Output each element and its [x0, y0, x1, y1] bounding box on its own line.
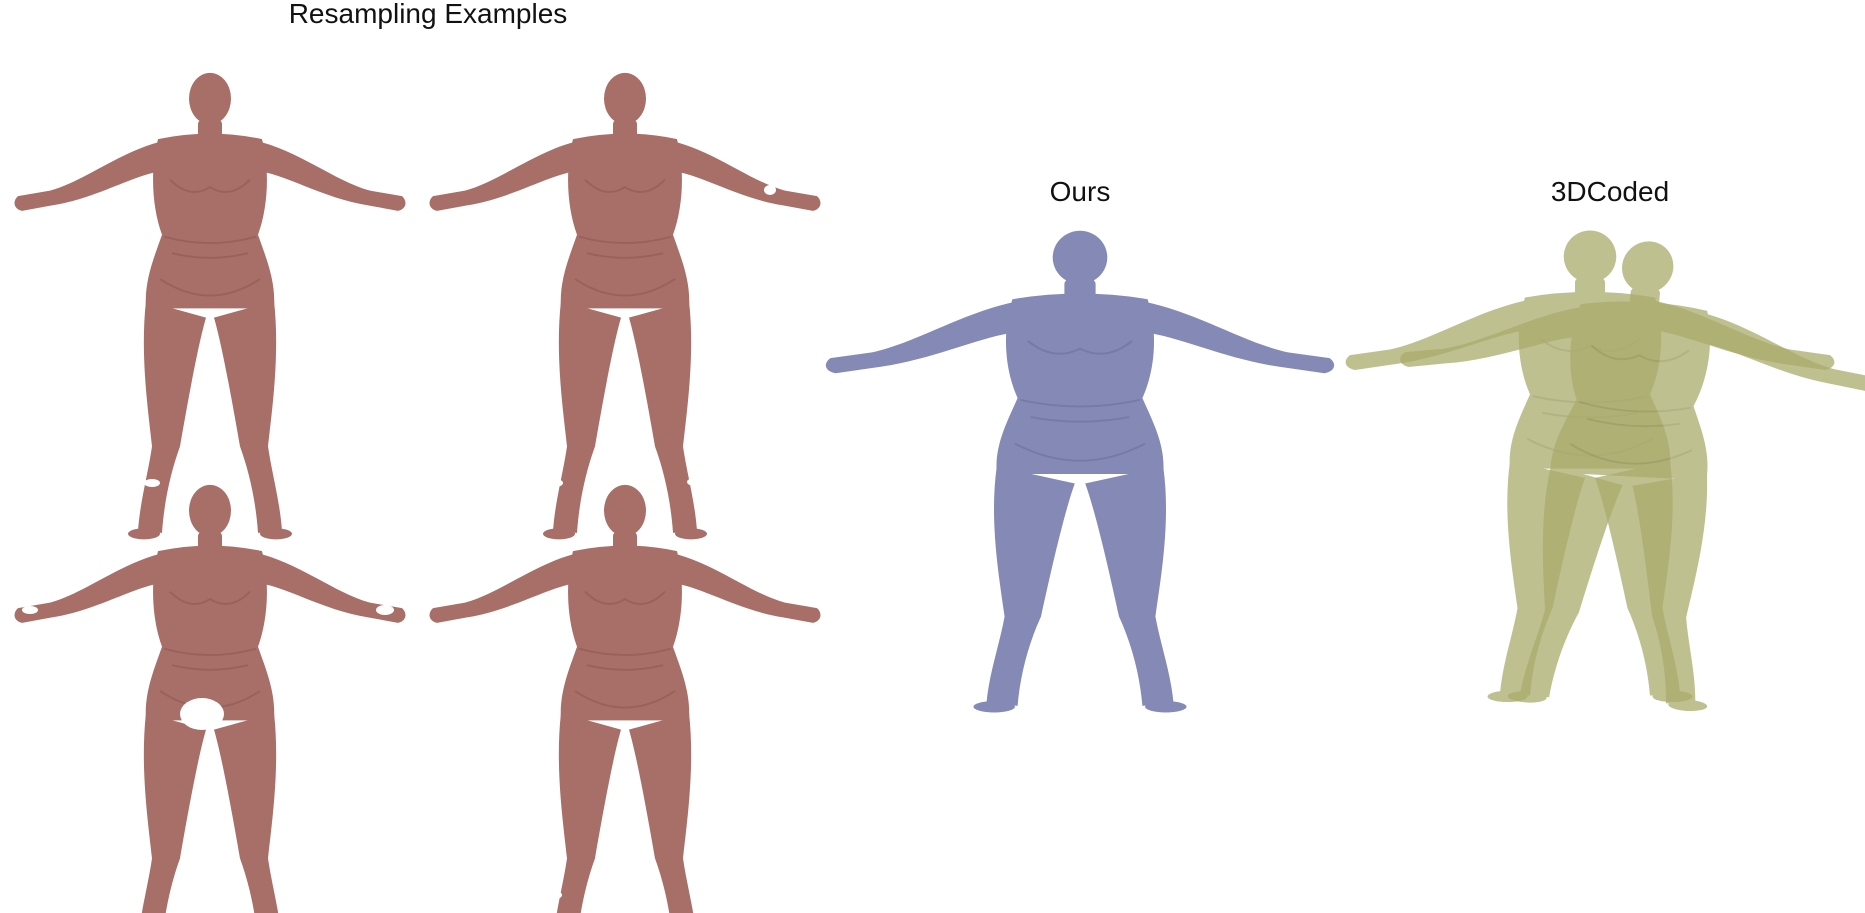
resampling-examples-title: Resampling Examples [288, 0, 568, 29]
ours-title: Ours [1049, 176, 1111, 207]
resampling-example-1 [0, 0, 420, 540]
resampling-example-3 [0, 412, 420, 913]
resampling-example-4 [415, 412, 835, 913]
3dcoded-mesh [1340, 200, 1865, 720]
resampling-example-2 [415, 0, 835, 540]
3dcoded-title: 3DCoded [1550, 176, 1670, 207]
ours-mesh [825, 200, 1335, 720]
